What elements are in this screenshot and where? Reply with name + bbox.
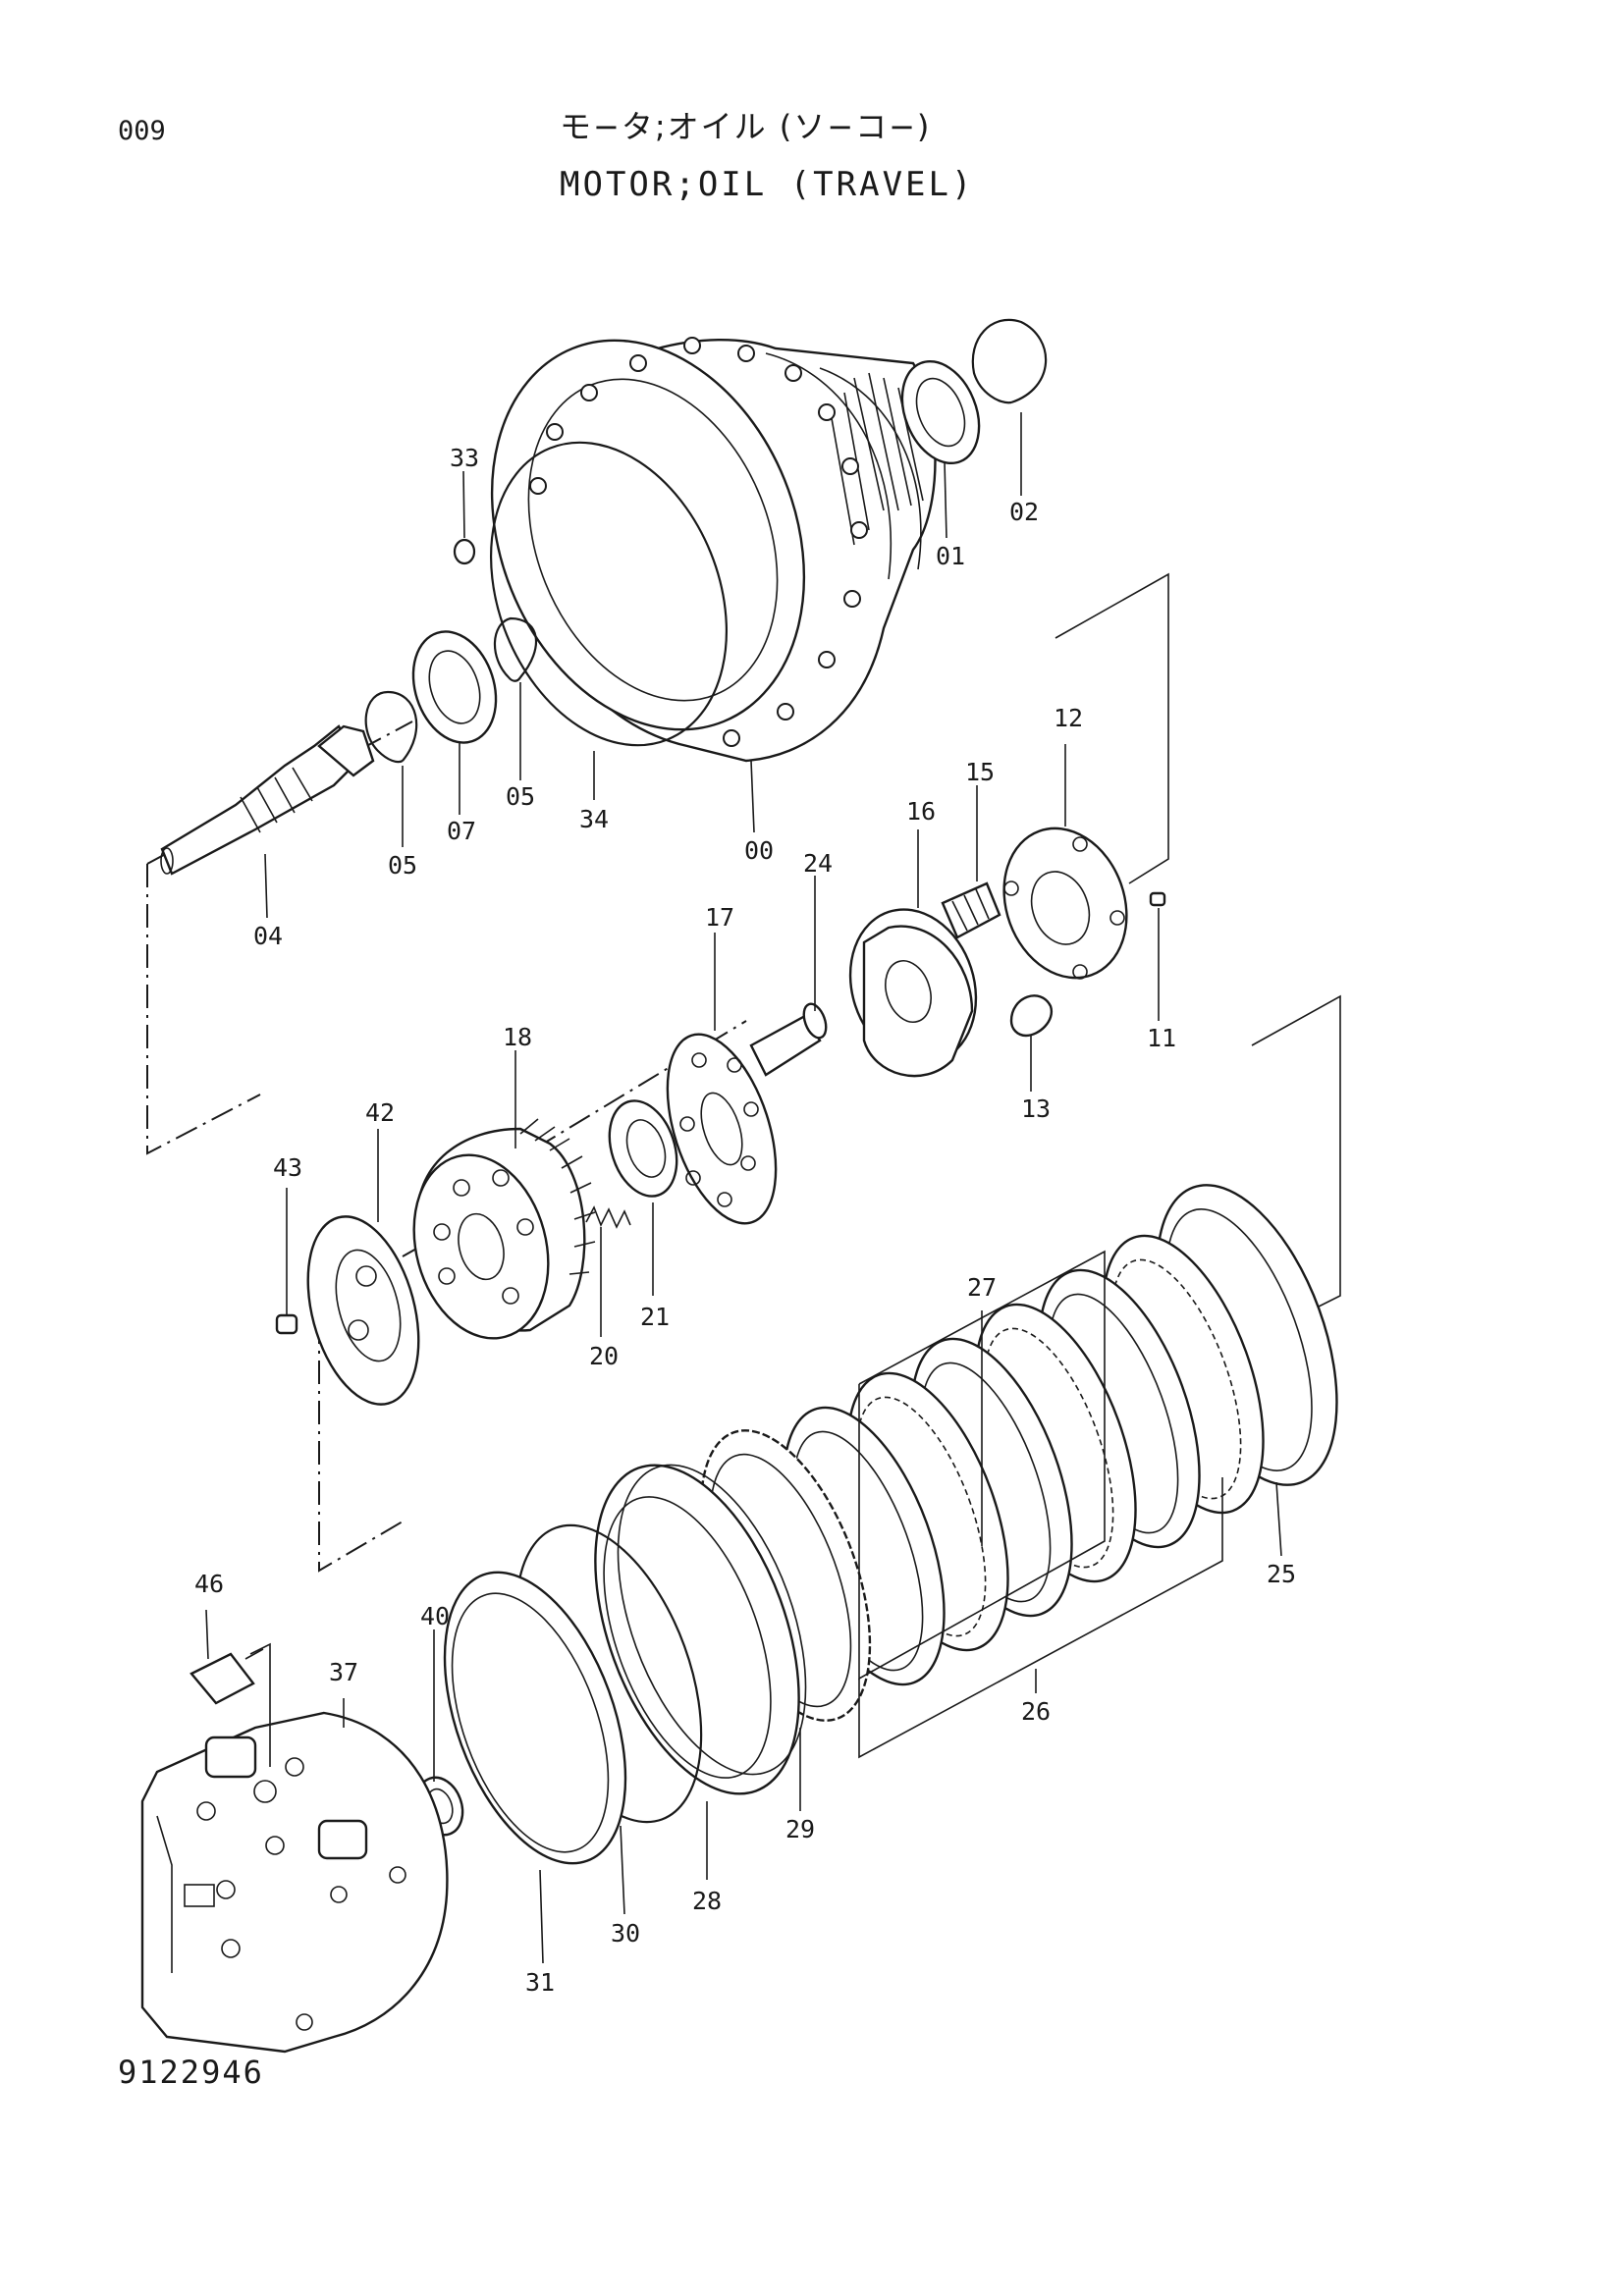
- callout-33: 33: [450, 444, 479, 472]
- callout-28: 28: [692, 1887, 722, 1915]
- pin-24[interactable]: [749, 1001, 831, 1077]
- callout-07: 07: [447, 817, 476, 845]
- spring-guide-15[interactable]: [941, 881, 1001, 939]
- socket-bolt-46[interactable]: [189, 1648, 264, 1705]
- oil-seal-01[interactable]: [888, 349, 993, 474]
- callout-27: 27: [967, 1273, 997, 1302]
- callout-30: 30: [611, 1919, 640, 1948]
- ball-guide-21[interactable]: [598, 1093, 688, 1205]
- shaft-04[interactable]: [160, 724, 375, 876]
- callout-24: 24: [803, 849, 833, 878]
- callout-25: 25: [1267, 1560, 1296, 1588]
- retaining-ring-02[interactable]: [971, 318, 1048, 404]
- callout-21: 21: [640, 1303, 670, 1331]
- callout-05a: 05: [388, 851, 417, 880]
- callout-40: 40: [420, 1602, 450, 1630]
- o-ring-34[interactable]: [448, 407, 770, 781]
- callout-20: 20: [589, 1342, 619, 1370]
- plug-13[interactable]: [1009, 994, 1054, 1038]
- drawing-number: 9122946: [118, 2054, 264, 2091]
- callout-18: 18: [503, 1023, 532, 1051]
- piston-16[interactable]: [831, 893, 995, 1080]
- callout-17: 17: [705, 903, 734, 932]
- callout-16: 16: [906, 797, 936, 826]
- o-ring-33[interactable]: [453, 538, 476, 565]
- callout-15: 15: [965, 758, 995, 786]
- callout-34: 34: [579, 805, 609, 833]
- cylinder-block-18[interactable]: [395, 1118, 596, 1354]
- brake-piston-28[interactable]: [556, 1438, 843, 1821]
- title-english: MOTOR;OIL (TRAVEL): [560, 165, 975, 204]
- callout-00: 00: [744, 836, 774, 865]
- callout-46: 46: [194, 1570, 224, 1598]
- valve-plate-42[interactable]: [289, 1204, 437, 1416]
- callout-43: 43: [273, 1153, 302, 1182]
- pin-11[interactable]: [1149, 891, 1166, 907]
- callout-04: 04: [253, 922, 283, 950]
- page-number: 009: [118, 116, 166, 146]
- housing-00[interactable]: [436, 294, 937, 777]
- cover-37[interactable]: [140, 1711, 449, 2054]
- title-japanese: モ−タ;オイル (ソ−コ−): [560, 108, 932, 145]
- retainer-plate-17[interactable]: [646, 1021, 796, 1237]
- callout-13: 13: [1021, 1095, 1051, 1123]
- spring-20[interactable]: [585, 1205, 631, 1229]
- callout-02: 02: [1009, 498, 1039, 526]
- callout-37: 37: [329, 1658, 358, 1686]
- callout-labels: 00 01 02 04 05 05 07 11 12 13 15 16 17 1…: [194, 444, 1296, 1997]
- callout-29: 29: [785, 1815, 815, 1843]
- callout-01: 01: [936, 542, 965, 570]
- callout-12: 12: [1054, 704, 1083, 732]
- leader-lines: [205, 412, 1282, 1964]
- snap-ring-05a[interactable]: [364, 690, 418, 764]
- callout-11: 11: [1147, 1024, 1176, 1052]
- plate-12[interactable]: [984, 811, 1147, 995]
- pin-43[interactable]: [275, 1313, 298, 1335]
- ring-31[interactable]: [409, 1548, 661, 1888]
- snap-ring-05b[interactable]: [493, 616, 538, 682]
- callout-31: 31: [525, 1968, 555, 1997]
- callout-05b: 05: [506, 782, 535, 811]
- bearing-07[interactable]: [400, 620, 510, 753]
- centre-lines: [146, 572, 1341, 1573]
- callout-42: 42: [365, 1098, 395, 1127]
- plate-stack-26-27[interactable]: [751, 1215, 1295, 1706]
- callout-26: 26: [1021, 1697, 1051, 1726]
